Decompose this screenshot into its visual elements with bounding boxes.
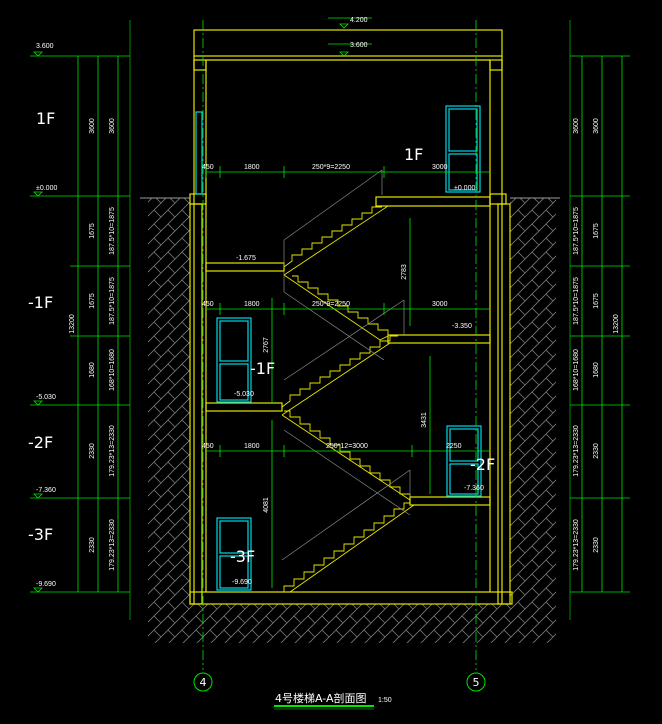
total-height-left: 13200 <box>69 314 76 334</box>
level-left-3: -7.360 <box>36 487 56 494</box>
horizontal-dims: 450 1800 250*9=2250 3000 450 1800 250*9=… <box>202 164 462 450</box>
hdim-1-2: 250*9=2250 <box>312 164 350 171</box>
dim-right-inner-3: 168*10=1680 <box>573 349 580 391</box>
dim-right-inner-1: 187.5*10=1875 <box>573 207 580 255</box>
dim-left-outer-4: 2330 <box>89 443 96 459</box>
dim-right-outer-1: 1675 <box>593 223 600 239</box>
level-inner-2: -5.030 <box>234 391 254 398</box>
vdim-2: 3431 <box>421 412 428 428</box>
level-left-1: ±0.000 <box>36 185 57 192</box>
title-text: 4号楼梯A-A剖面图 <box>275 691 367 705</box>
axis-label-4: 4 <box>200 676 207 689</box>
dim-left-outer-5: 2330 <box>89 537 96 553</box>
floor-label-left-3: -3F <box>28 525 53 544</box>
floor-labels-inner: 1F -1F -2F -3F <box>230 145 495 566</box>
level-texts-left: 3.600 ±0.000 -5.030 -7.360 -9.690 <box>36 43 57 588</box>
floor-label-inner-0: 1F <box>404 145 423 164</box>
hdim-3-1: 1800 <box>244 443 260 450</box>
floor-label-left-1: -1F <box>28 293 53 312</box>
vdim-3: 4081 <box>263 497 270 513</box>
level-markers <box>33 23 349 593</box>
dim-right-outer-3: 1680 <box>593 362 600 378</box>
floor-label-left-2: -2F <box>28 433 53 452</box>
dim-right-outer-0: 3600 <box>593 118 600 134</box>
hdim-2-2: 250*9=2250 <box>312 301 350 308</box>
dim-right-outer-2: 1675 <box>593 293 600 309</box>
doors <box>195 105 482 591</box>
grid-axes <box>129 20 571 692</box>
hdim-1-1: 1800 <box>244 164 260 171</box>
hdim-1-0: 450 <box>202 164 214 171</box>
level-left-4: -9.690 <box>36 581 56 588</box>
hdim-2-3: 3000 <box>432 301 448 308</box>
level-inner-1: -3.350 <box>452 323 472 330</box>
dim-left-inner-5: 179.23*13=2330 <box>109 519 116 571</box>
right-vertical-dims: 3600 187.5*10=1875 187.5*10=1875 168*10=… <box>573 118 620 571</box>
vdim-1: 2767 <box>263 337 270 353</box>
dim-right-outer-5: 2330 <box>593 537 600 553</box>
dim-left-inner-0: 3600 <box>109 118 116 134</box>
building-walls <box>189 29 513 605</box>
dim-right-inner-0: 3600 <box>573 118 580 134</box>
floor-label-inner-3: -3F <box>230 547 255 566</box>
dim-left-outer-3: 1680 <box>89 362 96 378</box>
hdim-1-3: 3000 <box>432 164 448 171</box>
dim-right-inner-5: 179.23*13=2330 <box>573 519 580 571</box>
dim-right-inner-2: 187.5*10=1875 <box>573 277 580 325</box>
dimension-lines <box>30 17 630 593</box>
roof-inner-level: 3.600 <box>350 42 368 49</box>
level-inner-4: -9.690 <box>232 579 252 586</box>
dim-right-inner-4: 179.23*13=2330 <box>573 425 580 477</box>
total-height-right: 13200 <box>613 314 620 334</box>
stair-flights <box>281 205 415 593</box>
dim-left-outer-1: 1675 <box>89 223 96 239</box>
hdim-2-1: 1800 <box>244 301 260 308</box>
hdim-3-2: 250*12=3000 <box>326 443 368 450</box>
floor-label-inner-2: -2F <box>470 455 495 474</box>
level-texts-inner: 4.200 3.600 -1.675 -3.350 -5.030 -7.360 … <box>232 17 484 586</box>
soil-hatch <box>140 197 560 643</box>
dim-left-inner-4: 179.23*13=2330 <box>109 425 116 477</box>
level-inner-5: ±0.000 <box>454 185 475 192</box>
dim-left-inner-1: 187.5*10=1875 <box>109 207 116 255</box>
dim-left-inner-2: 187.5*10=1875 <box>109 277 116 325</box>
level-left-0: 3.600 <box>36 43 54 50</box>
level-inner-0: -1.675 <box>236 255 256 262</box>
roof-top-level: 4.200 <box>350 17 368 24</box>
floor-labels-left: 1F -1F -2F -3F <box>28 109 55 544</box>
vdim-0: 2783 <box>401 264 408 280</box>
hdim-3-3: 2250 <box>446 443 462 450</box>
dim-left-inner-3: 168*10=1680 <box>109 349 116 391</box>
dim-left-outer-0: 3600 <box>89 118 96 134</box>
hdim-2-0: 450 <box>202 301 214 308</box>
level-inner-3: -7.360 <box>464 485 484 492</box>
scale-text: 1:50 <box>378 697 392 704</box>
dim-left-outer-2: 1675 <box>89 293 96 309</box>
floor-label-left-0: 1F <box>36 109 55 128</box>
axis-label-5: 5 <box>473 676 480 689</box>
drawing-title: 4号楼梯A-A剖面图 1:50 <box>274 691 392 710</box>
floor-label-inner-1: -1F <box>250 359 275 378</box>
level-left-2: -5.030 <box>36 394 56 401</box>
left-vertical-dims: 3600 1675 1675 1680 2330 2330 3600 187.5… <box>69 118 116 571</box>
dim-right-outer-4: 2330 <box>593 443 600 459</box>
hdim-3-0: 450 <box>202 443 214 450</box>
vertical-inner-dims: 2783 2767 3431 4081 <box>263 264 428 513</box>
